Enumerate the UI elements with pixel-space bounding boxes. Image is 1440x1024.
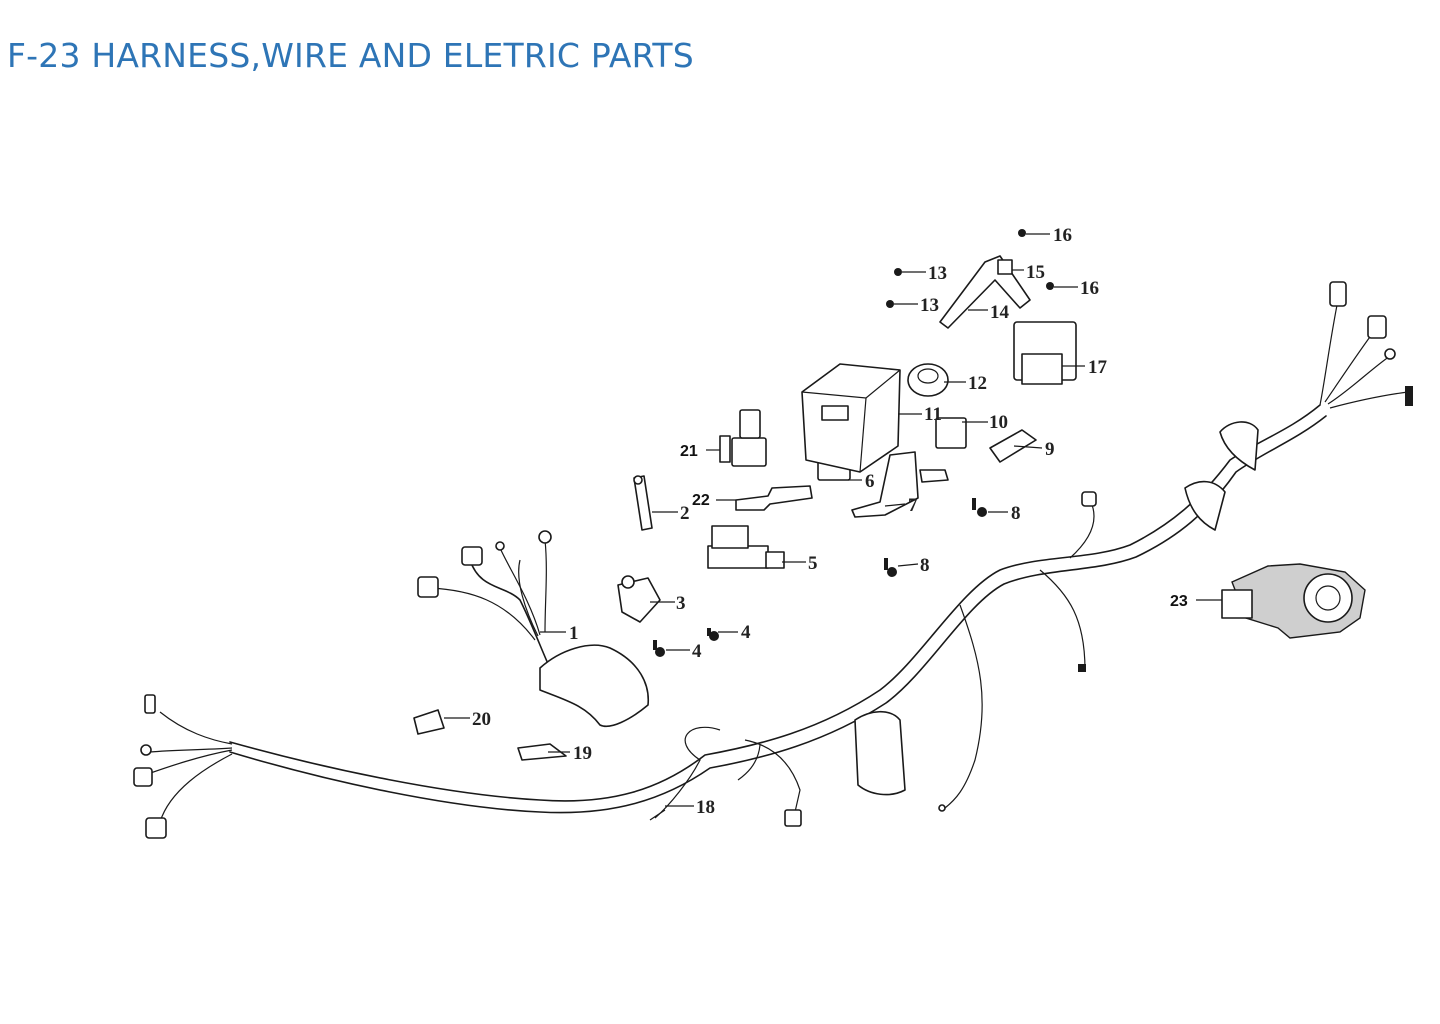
callout-3: 3: [676, 593, 686, 614]
part-22-bracket: [735, 485, 813, 511]
part-18-wire: [649, 809, 666, 821]
part-19-plate: [517, 743, 567, 761]
callout-13b: 13: [920, 295, 939, 316]
callout-8a: 8: [1011, 503, 1021, 524]
callout-16b: 16: [1080, 278, 1099, 299]
callout-6: 6: [865, 471, 875, 492]
callout-18: 18: [696, 797, 715, 818]
callout-2: 2: [680, 503, 690, 524]
part-20-fuse-box: [413, 709, 445, 735]
part-12-horn: [907, 363, 949, 397]
callout-13a: 13: [928, 263, 947, 284]
callout-10: 10: [989, 412, 1008, 433]
callout-9: 9: [1045, 439, 1055, 460]
part-10-relay: [935, 417, 967, 449]
part-16-screws: [1018, 229, 1054, 290]
part-9-pad: [989, 429, 1037, 463]
part-2-spark-plug-cap: [633, 475, 653, 531]
callout-4b: 4: [692, 641, 702, 662]
callout-7: 7: [908, 495, 918, 516]
part-11-battery: [801, 363, 901, 473]
part-8-bolts: [884, 498, 987, 577]
callout-8b: 8: [920, 555, 930, 576]
callout-17: 17: [1088, 357, 1108, 378]
leader-lines: [444, 233, 1222, 807]
callout-labels: 1 2 3 4 4 5 6 7 8 8 9 10 11 12 13 13 14 …: [472, 225, 1188, 818]
callout-5: 5: [808, 553, 818, 574]
main-wire-harness: [133, 281, 1413, 839]
callout-22: 22: [692, 492, 710, 509]
callout-12: 12: [968, 373, 987, 394]
callout-19: 19: [573, 743, 592, 764]
callout-16a: 16: [1053, 225, 1072, 246]
part-14-bracket: [939, 255, 1031, 329]
page-title: F-23 HARNESS,WIRE AND ELETRIC PARTS: [7, 36, 694, 75]
part-4-bolts: [653, 628, 719, 657]
callout-1: 1: [569, 623, 579, 644]
callout-20: 20: [472, 709, 491, 730]
part-15-clip: [997, 259, 1013, 275]
part-21-relay: [719, 409, 767, 467]
part-3-switch: [617, 575, 661, 623]
part-17-cdi-unit: [1013, 321, 1077, 385]
callout-11: 11: [924, 404, 942, 425]
part-7-bracket: [851, 451, 949, 518]
part-23-speed-sensor: [1221, 563, 1366, 639]
callout-14: 14: [990, 302, 1010, 323]
callout-21: 21: [680, 443, 698, 460]
part-13-screws: [886, 268, 902, 308]
part-5-relay-block: [707, 525, 785, 569]
callout-4a: 4: [741, 622, 751, 643]
callout-23: 23: [1170, 593, 1188, 610]
callout-15: 15: [1026, 262, 1045, 283]
